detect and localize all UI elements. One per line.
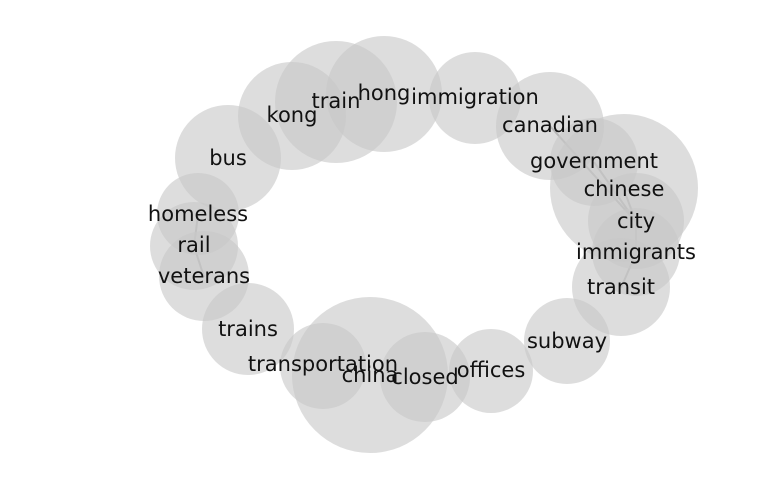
bubble-transportation bbox=[280, 323, 366, 409]
node-label-trains: trains bbox=[218, 317, 278, 341]
node-label-government: government bbox=[530, 149, 658, 173]
node-label-immigration: immigration bbox=[411, 85, 539, 109]
node-label-transportation: transportation bbox=[248, 352, 398, 376]
node-label-offices: offices bbox=[457, 358, 526, 382]
bubbles-layer bbox=[150, 36, 698, 453]
node-label-closed: closed bbox=[391, 365, 458, 389]
node-label-chinese: chinese bbox=[584, 177, 665, 201]
node-label-transit: transit bbox=[587, 275, 655, 299]
node-label-immigrants: immigrants bbox=[576, 240, 696, 264]
node-label-subway: subway bbox=[527, 329, 607, 353]
bubble-offices bbox=[449, 329, 533, 413]
bubble-veterans bbox=[159, 231, 249, 321]
node-label-train: train bbox=[312, 89, 361, 113]
node-label-homeless: homeless bbox=[148, 202, 248, 226]
node-label-canadian: canadian bbox=[502, 113, 598, 137]
bubble-subway bbox=[524, 298, 610, 384]
node-label-bus: bus bbox=[209, 146, 247, 170]
node-label-china: china bbox=[342, 363, 399, 387]
node-label-rail: rail bbox=[177, 233, 210, 257]
node-label-veterans: veterans bbox=[158, 264, 250, 288]
node-label-city: city bbox=[617, 209, 655, 233]
node-label-kong: kong bbox=[267, 103, 318, 127]
node-label-hong: hong bbox=[358, 81, 411, 105]
